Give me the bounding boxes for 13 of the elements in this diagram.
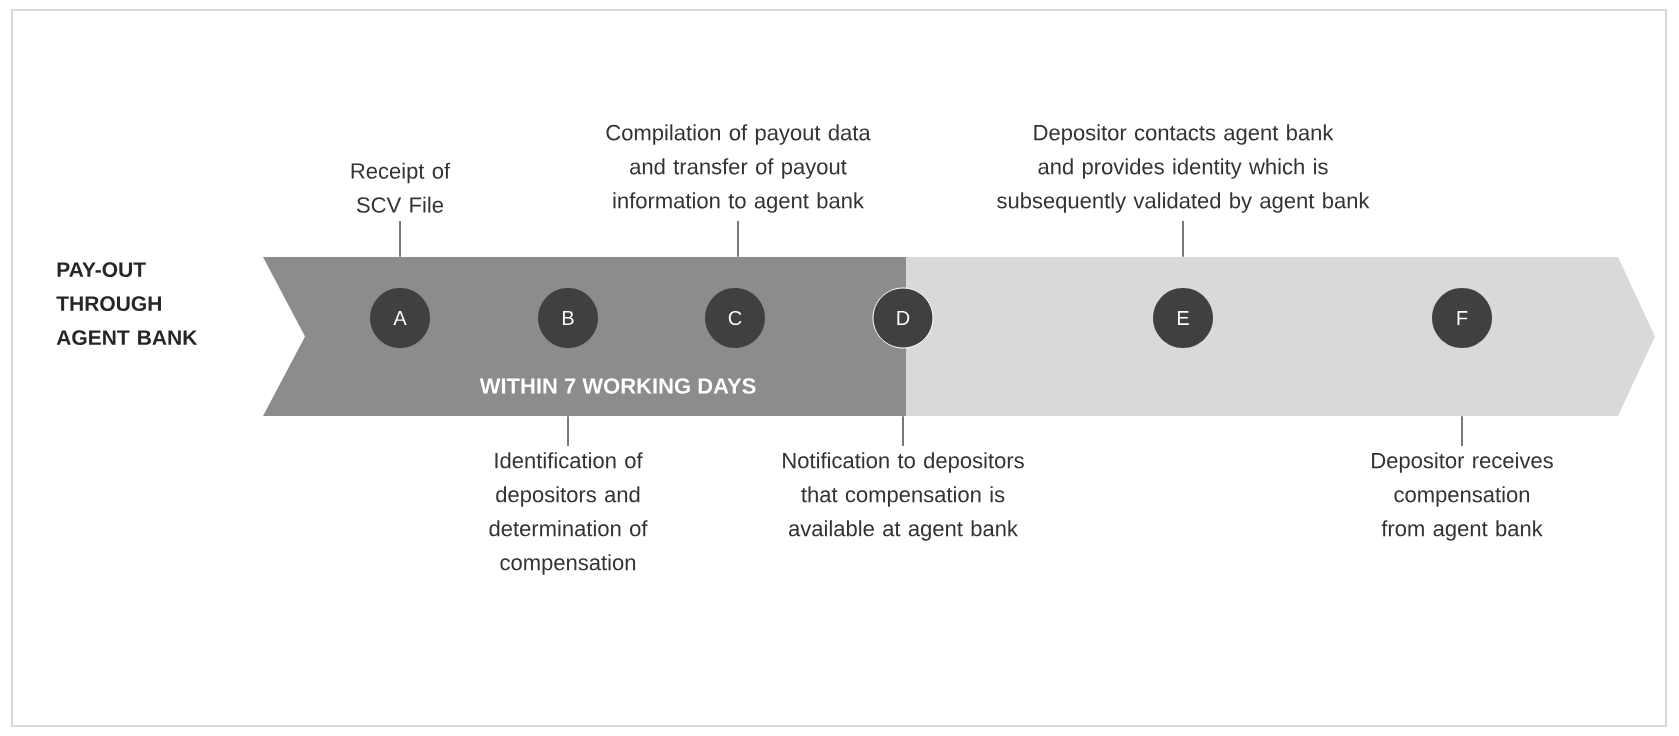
leader-line: [1461, 415, 1463, 447]
leader-line: [399, 220, 401, 258]
step-description: Notification to depositors that compensation is available at agent bank: [783, 452, 1024, 541]
leader-line: [902, 415, 904, 447]
step-description: Receipt of SCV File: [351, 162, 451, 213]
step-description: Depositor receives compensation from agent bank: [1372, 452, 1553, 541]
leader-line: [737, 220, 739, 258]
leader-line: [567, 415, 569, 447]
step-description: Depositor contacts agent bank and provides identity which is subsequently validated by agent bank: [997, 124, 1370, 213]
step-description: Compilation of payout data and transfer of payout information to agent bank: [606, 124, 871, 213]
row-label: PAY-OUT THROUGH AGENT BANK: [56, 262, 198, 346]
leader-line: [1182, 220, 1184, 258]
step-description: Identification of depositors and determination of compensation: [489, 452, 648, 575]
